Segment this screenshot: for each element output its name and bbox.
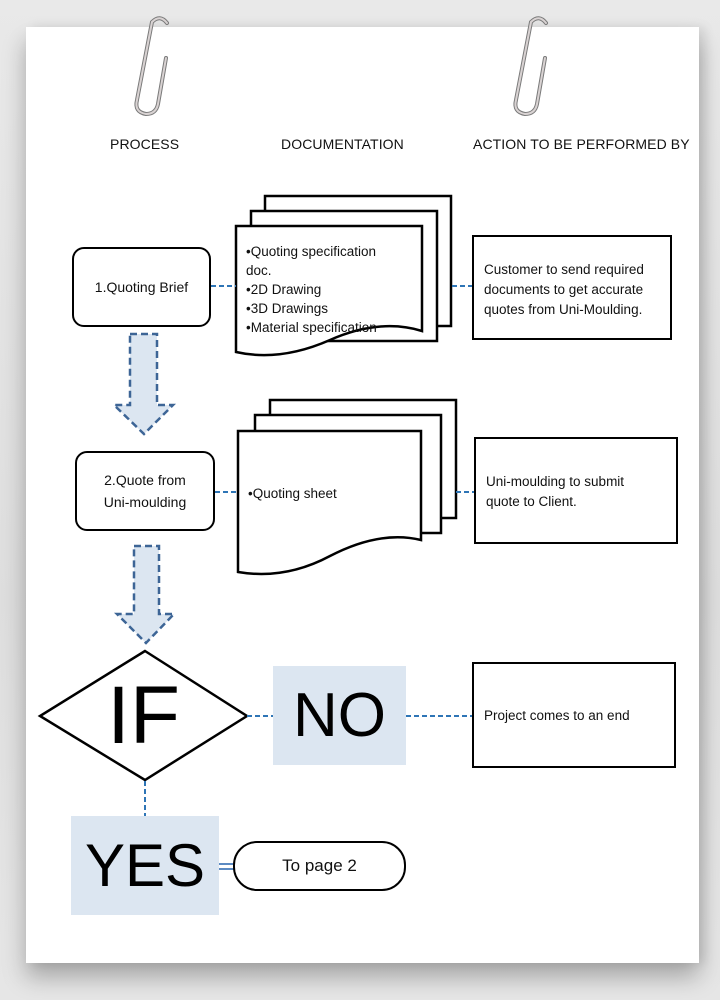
paperclip-icon [134, 16, 169, 117]
yes-connector [219, 863, 234, 870]
doc-item: •Quoting specification [246, 244, 377, 259]
column-header-process: PROCESS [110, 136, 180, 152]
to-page-2-link[interactable]: To page 2 [233, 841, 406, 891]
documentation-list-2: •Quoting sheet [248, 484, 337, 503]
action-line: documents to get accurate [484, 282, 644, 297]
down-arrow-icon [113, 544, 177, 645]
action-line: Customer to send required [484, 262, 644, 277]
down-arrow-icon [110, 332, 177, 436]
action-line: quotes from Uni-Moulding. [484, 302, 643, 317]
process-step-2-label: 2.Quote from [104, 472, 186, 488]
doc-item: •Quoting sheet [248, 486, 337, 501]
doc-item: •2D Drawing [246, 282, 322, 297]
document-stack-2 [236, 398, 458, 576]
column-header-documentation: DOCUMENTATION [281, 136, 404, 152]
doc-item: •Material specification [246, 320, 377, 335]
process-step-1: 1.Quoting Brief [72, 247, 211, 327]
process-step-2-label: Uni-moulding [103, 494, 187, 510]
process-step-2: 2.Quote from Uni-moulding [75, 451, 215, 531]
doc-item: doc. [246, 263, 272, 278]
documentation-list-1: •Quoting specification doc. •2D Drawing … [246, 242, 377, 337]
to-page-2-label: To page 2 [282, 856, 357, 875]
paperclip-icon [513, 16, 548, 117]
column-header-action: ACTION TO BE PERFORMED BY [473, 136, 690, 152]
yes-label: YES [71, 816, 219, 915]
process-step-1-label: 1.Quoting Brief [94, 279, 189, 295]
connectors [144, 285, 474, 816]
end-action-box: Project comes to an end [472, 662, 676, 768]
document-stack-1 [234, 194, 453, 357]
action-box-1: Customer to send required documents to g… [472, 235, 672, 340]
no-label: NO [273, 666, 406, 765]
decision-diamond [37, 649, 250, 782]
action-line: quote to Client. [486, 494, 577, 509]
decision-label: IF [107, 670, 180, 761]
end-action-text: Project comes to an end [484, 708, 630, 723]
action-line: Uni-moulding to submit [486, 474, 625, 489]
action-box-2: Uni-moulding to submit quote to Client. [474, 437, 678, 544]
doc-item: •3D Drawings [246, 301, 329, 316]
